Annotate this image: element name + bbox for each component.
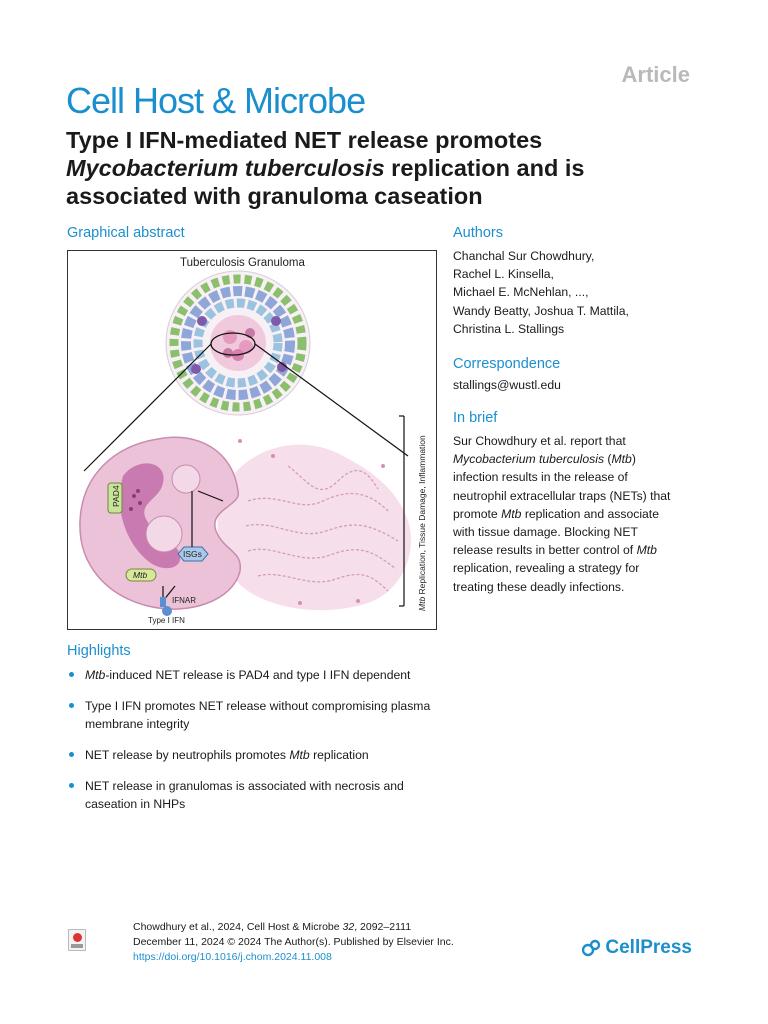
graphical-abstract-illustration: Tuberculosis Granuloma [79, 257, 427, 625]
doi-link[interactable]: https://doi.org/10.1016/j.chom.2024.11.0… [133, 951, 332, 963]
in-brief-line: infection results in the release of [453, 470, 628, 485]
author-line[interactable]: Christina L. Stallings [453, 321, 565, 336]
highlight-item: NET release by neutrophils promotes Mtb … [67, 746, 447, 764]
authors-list: Chanchal Sur Chowdhury, Rachel L. Kinsel… [453, 247, 713, 338]
granuloma [165, 270, 311, 416]
in-brief-text: Sur Chowdhury et al. report that Mycobac… [453, 432, 713, 596]
highlight-text: -induced NET release is PAD4 and type I … [105, 668, 411, 682]
highlight-item: Mtb-induced NET release is PAD4 and type… [67, 666, 447, 684]
pad4-label: PAD4 [107, 482, 123, 514]
in-brief-paren-close: ) [631, 452, 636, 467]
in-brief-line: replication, revealing a strategy for [453, 561, 640, 576]
highlight-item: Type I IFN promotes NET release without … [67, 697, 447, 733]
title-species: Mycobacterium tuberculosis [66, 155, 385, 181]
publisher-name: CellPress [605, 937, 692, 958]
author-line[interactable]: Chanchal Sur Chowdhury, [453, 249, 595, 263]
ifnar-text: IFNAR [172, 596, 196, 605]
title-line-3: associated with granuloma caseation [66, 183, 483, 209]
highlights-list: Mtb-induced NET release is PAD4 and type… [67, 666, 447, 826]
in-brief-line: Mycobacterium tuberculosis (Mtb) [453, 450, 713, 468]
article-type-label: Article [621, 62, 690, 87]
title-line-2-rest: replication and is [384, 155, 585, 181]
citation-text: Chowdhury et al., 2024, Cell Host & Micr… [133, 921, 343, 933]
in-brief-paren-open: ( [604, 452, 612, 467]
correspondence-heading: Correspondence [453, 356, 561, 372]
in-brief-text-b: replication and associate [521, 506, 659, 521]
in-brief-mtb: Mtb [501, 506, 522, 521]
in-brief-line: promote Mtb replication and associate [453, 505, 713, 523]
author-line[interactable]: Rachel L. Kinsella, [453, 267, 554, 282]
cellpress-logo[interactable]: CellPress [582, 937, 692, 959]
correspondence-email[interactable]: stallings@wustl.edu [453, 378, 561, 392]
highlight-text: NET release by neutrophils promotes [85, 748, 290, 762]
citation-footer: Chowdhury et al., 2024, Cell Host & Micr… [133, 920, 454, 965]
author-line[interactable]: Michael E. McNehlan, ..., [453, 285, 589, 300]
in-brief-line: with tissue damage. Blocking NET [453, 525, 638, 540]
citation-line: Chowdhury et al., 2024, Cell Host & Micr… [133, 920, 454, 935]
highlights-heading: Highlights [67, 643, 131, 659]
isgs-text: ISGs [183, 549, 202, 559]
in-brief-species: Mycobacterium tuberculosis [453, 452, 605, 467]
authors-heading: Authors [453, 225, 503, 241]
graphical-abstract-figure: Tuberculosis Granuloma [67, 250, 437, 630]
graphical-abstract-heading: Graphical abstract [67, 225, 185, 241]
neutrophil-cell [79, 436, 241, 610]
copyright-line: December 11, 2024 © 2024 The Author(s). … [133, 936, 454, 948]
journal-name[interactable]: Cell Host & Microbe [66, 80, 366, 121]
ifnar-receptor: IFNAR Type I IFN [148, 596, 196, 625]
in-brief-mtb: Mtb [636, 543, 657, 558]
figure-title: Tuberculosis Granuloma [180, 257, 305, 269]
in-brief-line: release results in better control of Mtb [453, 541, 713, 559]
highlight-mtb: Mtb [289, 748, 310, 762]
mtb-label: Mtb [125, 568, 157, 582]
in-brief-mtb: Mtb [611, 452, 632, 467]
cellpress-icon [582, 939, 601, 957]
isgs-label: ISGs [177, 546, 209, 562]
highlight-mtb: Mtb [85, 668, 106, 682]
in-brief-heading: In brief [453, 410, 498, 426]
mtb-text: Mtb [133, 570, 147, 580]
in-brief-line: Sur Chowdhury et al. report that [453, 434, 626, 448]
net-release-area [217, 439, 412, 611]
citation-pages: , 2092–2111 [354, 921, 412, 933]
citation-volume: 32 [342, 921, 355, 933]
highlight-item: NET release in granulomas is associated … [67, 777, 447, 813]
author-line[interactable]: Wandy Beatty, Joshua T. Mattila, [453, 303, 629, 318]
check-for-updates-icon[interactable] [68, 929, 86, 951]
title-line-2: Mycobacterium tuberculosis replication a… [66, 154, 706, 182]
article-title: Type I IFN-mediated NET release promotes… [66, 126, 706, 210]
highlight-text: replication [309, 748, 369, 762]
type1-ifn-text: Type I IFN [148, 616, 185, 625]
in-brief-text-a: promote [453, 506, 502, 521]
outcome-bracket: Mtb Replication, Tissue Damage, Inflamma… [399, 415, 427, 611]
in-brief-line: neutrophil extracellular traps (NETs) th… [453, 488, 671, 503]
in-brief-line: treating these deadly infections. [453, 579, 625, 594]
title-line-1: Type I IFN-mediated NET release promotes [66, 127, 543, 153]
pad4-text: PAD4 [111, 485, 121, 507]
in-brief-text-a: release results in better control of [453, 543, 637, 558]
outcome-label: Mtb Replication, Tissue Damage, Inflamma… [417, 435, 427, 611]
